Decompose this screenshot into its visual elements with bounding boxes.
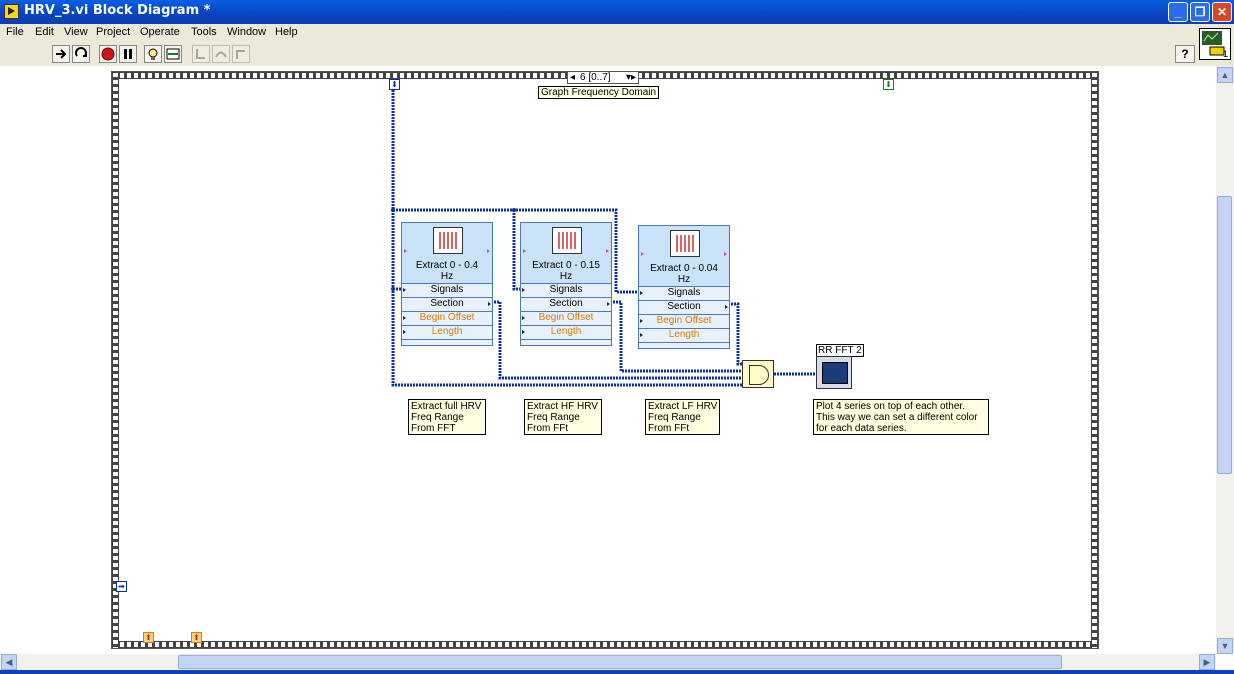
- labview-app-icon[interactable]: [4, 4, 19, 19]
- menu-project[interactable]: Project: [96, 26, 131, 38]
- node-row-begin-offset[interactable]: Begin Offset: [639, 314, 729, 328]
- node-row-section[interactable]: Section: [639, 300, 729, 314]
- node-row-length[interactable]: Length: [639, 328, 729, 342]
- menu-bar: File Edit View Project Operate Tools Win…: [0, 24, 1234, 42]
- highlight-execution-icon[interactable]: [144, 45, 162, 63]
- step-into-icon[interactable]: [192, 45, 210, 63]
- comment-lf-hrv[interactable]: Extract LF HRV Freq Range From FFt: [645, 399, 720, 435]
- node-pin-right: [724, 252, 727, 256]
- scroll-right-arrow[interactable]: ▶: [1199, 654, 1215, 670]
- scroll-down-arrow[interactable]: ▼: [1217, 638, 1233, 654]
- sequence-left-film: [112, 72, 119, 648]
- menu-help[interactable]: Help: [275, 26, 298, 38]
- window-bottom-edge: [0, 670, 1234, 674]
- window-title: HRV_3.vi Block Diagram *: [24, 3, 211, 18]
- menu-tools[interactable]: Tools: [191, 26, 217, 38]
- comment-hf-hrv[interactable]: Extract HF HRV Freq Range From FFt: [524, 399, 602, 435]
- vertical-scrollbar[interactable]: ▲ ▼: [1216, 66, 1234, 654]
- merge-signals-icon[interactable]: [742, 360, 774, 388]
- block-diagram-canvas[interactable]: [0, 66, 1216, 654]
- restore-button[interactable]: ❐: [1190, 2, 1210, 22]
- close-button[interactable]: ✕: [1212, 2, 1232, 22]
- context-help-button[interactable]: ?: [1175, 45, 1195, 63]
- node-expand-handle[interactable]: [521, 339, 611, 345]
- left-tunnel-icon[interactable]: ➡: [116, 581, 127, 592]
- scroll-up-arrow[interactable]: ▲: [1217, 67, 1233, 83]
- node-row-begin-offset[interactable]: Begin Offset: [521, 311, 611, 325]
- node-expand-handle[interactable]: [639, 342, 729, 348]
- sequence-local-icon[interactable]: ⬇: [883, 79, 894, 90]
- sequence-bottom-film: [112, 641, 1098, 648]
- menu-window[interactable]: Window: [227, 26, 267, 38]
- node-pin-right: [606, 249, 609, 253]
- run-continuously-loop-icon[interactable]: [72, 45, 90, 63]
- menu-file[interactable]: File: [6, 26, 24, 38]
- node-row-section[interactable]: Section: [402, 297, 492, 311]
- run-continuously-icon[interactable]: [52, 45, 70, 63]
- selector-value: 6 [0..7]: [580, 72, 611, 83]
- menu-edit[interactable]: Edit: [35, 26, 54, 38]
- sequence-right-film: [1091, 72, 1098, 648]
- retain-wire-values-icon[interactable]: [164, 45, 182, 63]
- horizontal-scroll-thumb[interactable]: [178, 655, 1062, 669]
- waveform-graph-icon[interactable]: [816, 356, 852, 389]
- abort-icon[interactable]: [99, 45, 117, 63]
- comment-plot-series[interactable]: Plot 4 series on top of each other. This…: [813, 399, 989, 435]
- node-title: Extract 0 - 0.04 Hz: [650, 263, 718, 285]
- node-pin-right: [487, 249, 490, 253]
- minimize-button[interactable]: _: [1168, 2, 1188, 22]
- pause-icon[interactable]: [119, 45, 137, 63]
- vi-icon[interactable]: 1: [1199, 28, 1231, 60]
- step-out-icon[interactable]: [232, 45, 250, 63]
- node-pin-left: [641, 252, 644, 256]
- menu-view[interactable]: View: [64, 26, 88, 38]
- node-pin-left: [404, 249, 407, 253]
- selector-prev-arrow[interactable]: ◂: [570, 72, 576, 83]
- node-row-begin-offset[interactable]: Begin Offset: [402, 311, 492, 325]
- menu-operate[interactable]: Operate: [140, 26, 180, 38]
- horizontal-scrollbar[interactable]: ◀ ▶: [0, 654, 1216, 670]
- node-title: Extract 0 - 0.4 Hz: [415, 260, 479, 282]
- comment-full-hrv[interactable]: Extract full HRV Freq Range From FFT: [408, 399, 486, 435]
- extract-node-full[interactable]: Extract 0 - 0.4 Hz Signals Section Begin…: [401, 222, 493, 346]
- node-title: Extract 0 - 0.15 Hz: [532, 260, 600, 282]
- selector-next-arrow[interactable]: ▾▸: [625, 72, 636, 83]
- vi-icon-label: 1: [1222, 49, 1228, 59]
- case-selector[interactable]: ◂ 6 [0..7] ▾▸: [567, 71, 639, 84]
- node-row-length[interactable]: Length: [521, 325, 611, 339]
- step-over-icon[interactable]: [212, 45, 230, 63]
- node-row-signals[interactable]: Signals: [521, 283, 611, 297]
- toolbar: [0, 42, 1234, 66]
- extract-portion-icon: [670, 230, 700, 257]
- node-row-signals[interactable]: Signals: [639, 286, 729, 300]
- node-row-section[interactable]: Section: [521, 297, 611, 311]
- node-row-length[interactable]: Length: [402, 325, 492, 339]
- output-tunnel-icon-1[interactable]: ⬆: [143, 632, 154, 643]
- frame-label[interactable]: Graph Frequency Domain: [538, 86, 660, 99]
- vertical-scroll-thumb[interactable]: [1217, 196, 1232, 474]
- node-row-signals[interactable]: Signals: [402, 283, 492, 297]
- extract-portion-icon: [433, 227, 463, 254]
- extract-node-hf[interactable]: Extract 0 - 0.15 Hz Signals Section Begi…: [520, 222, 612, 346]
- node-expand-handle[interactable]: [402, 339, 492, 345]
- input-tunnel-icon[interactable]: ⬇: [389, 79, 400, 90]
- output-tunnel-icon-2[interactable]: ⬆: [191, 632, 202, 643]
- extract-portion-icon: [552, 227, 582, 254]
- title-bar: HRV_3.vi Block Diagram * _ ❐ ✕: [0, 0, 1234, 24]
- extract-node-lf[interactable]: Extract 0 - 0.04 Hz Signals Section Begi…: [638, 225, 730, 349]
- scroll-left-arrow[interactable]: ◀: [1, 654, 17, 670]
- node-pin-left: [523, 249, 526, 253]
